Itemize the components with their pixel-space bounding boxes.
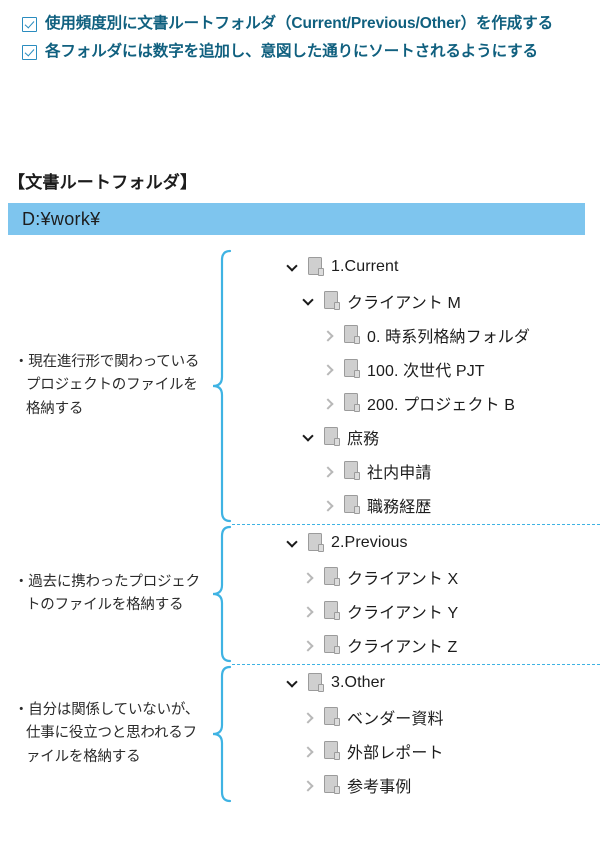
tree-row[interactable]: クライアント M xyxy=(232,284,600,318)
chevron-right-icon[interactable] xyxy=(300,777,317,794)
tree-row[interactable]: クライアント Y xyxy=(232,594,600,628)
chevron-down-icon[interactable] xyxy=(284,675,301,692)
tree-row-label: 外部レポート xyxy=(347,745,444,762)
tree-row-label: 2.Previous xyxy=(331,534,408,551)
tree-row-label: 社内申請 xyxy=(367,465,432,482)
checkbox-checked-icon[interactable] xyxy=(22,17,37,32)
folder-icon xyxy=(324,291,341,311)
chevron-right-icon[interactable] xyxy=(300,569,317,586)
chevron-down-icon[interactable] xyxy=(300,293,317,310)
group-note: ・過去に携わったプロジェクトのファイルを格納する xyxy=(0,524,200,664)
curly-brace-icon xyxy=(200,664,232,804)
checklist-item[interactable]: 使用頻度別に文書ルートフォルダ（Current/Previous/Other）を… xyxy=(22,12,582,36)
tree-row-label: 100. 次世代 PJT xyxy=(367,363,485,380)
group-note: ・自分は関係していないが、仕事に役立つと思われるファイルを格納する xyxy=(0,664,200,804)
tree-row-label: 庶務 xyxy=(347,431,380,448)
tree-row[interactable]: 0. 時系列格納フォルダ xyxy=(232,318,600,352)
chevron-down-icon[interactable] xyxy=(284,259,301,276)
folder-icon xyxy=(324,635,341,655)
root-path-bar[interactable]: D:¥work¥ xyxy=(8,203,585,235)
folder-icon xyxy=(324,601,341,621)
folder-tree: ・現在進行形で関わっているプロジェクトのファイルを格納する 1.Current クラ… xyxy=(0,248,600,847)
tree-row[interactable]: クライアント Z xyxy=(232,628,600,662)
tree-row-label: 200. プロジェクト B xyxy=(367,397,516,414)
checklist: 使用頻度別に文書ルートフォルダ（Current/Previous/Other）を… xyxy=(22,12,582,69)
folder-icon xyxy=(344,461,361,481)
chevron-right-icon[interactable] xyxy=(320,497,337,514)
tree-row[interactable]: 200. プロジェクト B xyxy=(232,386,600,420)
folder-icon xyxy=(344,359,361,379)
tree-row-label: クライアント M xyxy=(347,295,461,312)
chevron-down-icon[interactable] xyxy=(284,535,301,552)
tree-row[interactable]: 庶務 xyxy=(232,420,600,454)
checklist-item-label: 使用頻度別に文書ルートフォルダ（Current/Previous/Other）を… xyxy=(45,15,554,32)
tree-row-label: ベンダー資料 xyxy=(347,711,444,728)
tree-row-label: クライアント Z xyxy=(347,639,458,656)
tree-row[interactable]: クライアント X xyxy=(232,560,600,594)
tree-row-label: クライアント X xyxy=(347,571,459,588)
chevron-right-icon[interactable] xyxy=(300,603,317,620)
checklist-item-label: 各フォルダには数字を追加し、意図した通りにソートされるようにする xyxy=(45,43,538,61)
folder-icon xyxy=(324,775,341,795)
tree-row[interactable]: 外部レポート xyxy=(232,734,600,768)
tree-row[interactable]: ベンダー資料 xyxy=(232,700,600,734)
tree-row[interactable]: 社内申請 xyxy=(232,454,600,488)
section-title: 【文書ルートフォルダ】 xyxy=(8,173,198,192)
chevron-right-icon[interactable] xyxy=(320,361,337,378)
tree-row[interactable]: 参考事例 xyxy=(232,768,600,802)
folder-icon xyxy=(344,325,361,345)
tree-group: ・現在進行形で関わっているプロジェクトのファイルを格納する 1.Current クラ… xyxy=(0,248,600,524)
root-path-text: D:¥work¥ xyxy=(22,208,101,229)
folder-icon xyxy=(324,707,341,727)
tree-row-label: 0. 時系列格納フォルダ xyxy=(367,329,530,346)
tree-row[interactable]: 1.Current xyxy=(232,250,600,284)
tree-row[interactable]: 2.Previous xyxy=(232,526,600,560)
tree-group: ・自分は関係していないが、仕事に役立つと思われるファイルを格納する 3.Other… xyxy=(0,664,600,804)
group-divider xyxy=(232,524,600,525)
checklist-item[interactable]: 各フォルダには数字を追加し、意図した通りにソートされるようにする xyxy=(22,40,582,64)
tree-row-label: 職務経歴 xyxy=(367,499,432,516)
chevron-right-icon[interactable] xyxy=(300,709,317,726)
tree-row-label: 参考事例 xyxy=(347,779,412,796)
folder-icon xyxy=(324,427,341,447)
group-rows: 3.Other ベンダー資料外部レポート参考事例 xyxy=(232,664,600,804)
chevron-right-icon[interactable] xyxy=(320,327,337,344)
group-rows: 1.Current クライアント M 0. 時系列格納フォルダ 100. 次世代 PJ… xyxy=(232,248,600,524)
chevron-right-icon[interactable] xyxy=(320,395,337,412)
group-note-text: ・過去に携わったプロジェクトのファイルを格納する xyxy=(14,573,200,613)
tree-row-label: クライアント Y xyxy=(347,605,459,622)
folder-icon xyxy=(324,567,341,587)
tree-row[interactable]: 100. 次世代 PJT xyxy=(232,352,600,386)
folder-icon xyxy=(308,533,325,553)
tree-row[interactable]: 職務経歴 xyxy=(232,488,600,522)
chevron-right-icon[interactable] xyxy=(300,637,317,654)
folder-icon xyxy=(324,741,341,761)
curly-brace-icon xyxy=(200,524,232,664)
tree-row-label: 1.Current xyxy=(331,258,399,275)
chevron-right-icon[interactable] xyxy=(320,463,337,480)
folder-icon xyxy=(308,257,325,277)
group-note: ・現在進行形で関わっているプロジェクトのファイルを格納する xyxy=(0,248,200,524)
checkbox-checked-icon[interactable] xyxy=(22,45,37,61)
folder-icon xyxy=(344,495,361,515)
folder-icon xyxy=(308,673,325,693)
curly-brace-icon xyxy=(200,248,232,524)
group-note-text: ・現在進行形で関わっているプロジェクトのファイルを格納する xyxy=(14,353,200,417)
tree-group: ・過去に携わったプロジェクトのファイルを格納する 2.Previous クライアント… xyxy=(0,524,600,664)
chevron-down-icon[interactable] xyxy=(300,429,317,446)
chevron-right-icon[interactable] xyxy=(300,743,317,760)
tree-row[interactable]: 3.Other xyxy=(232,666,600,700)
tree-row-label: 3.Other xyxy=(331,674,386,691)
group-rows: 2.Previous クライアント X クライアント Y クライアント Z xyxy=(232,524,600,664)
group-note-text: ・自分は関係していないが、仕事に役立つと思われるファイルを格納する xyxy=(14,701,200,765)
folder-icon xyxy=(344,393,361,413)
group-divider xyxy=(232,664,600,665)
